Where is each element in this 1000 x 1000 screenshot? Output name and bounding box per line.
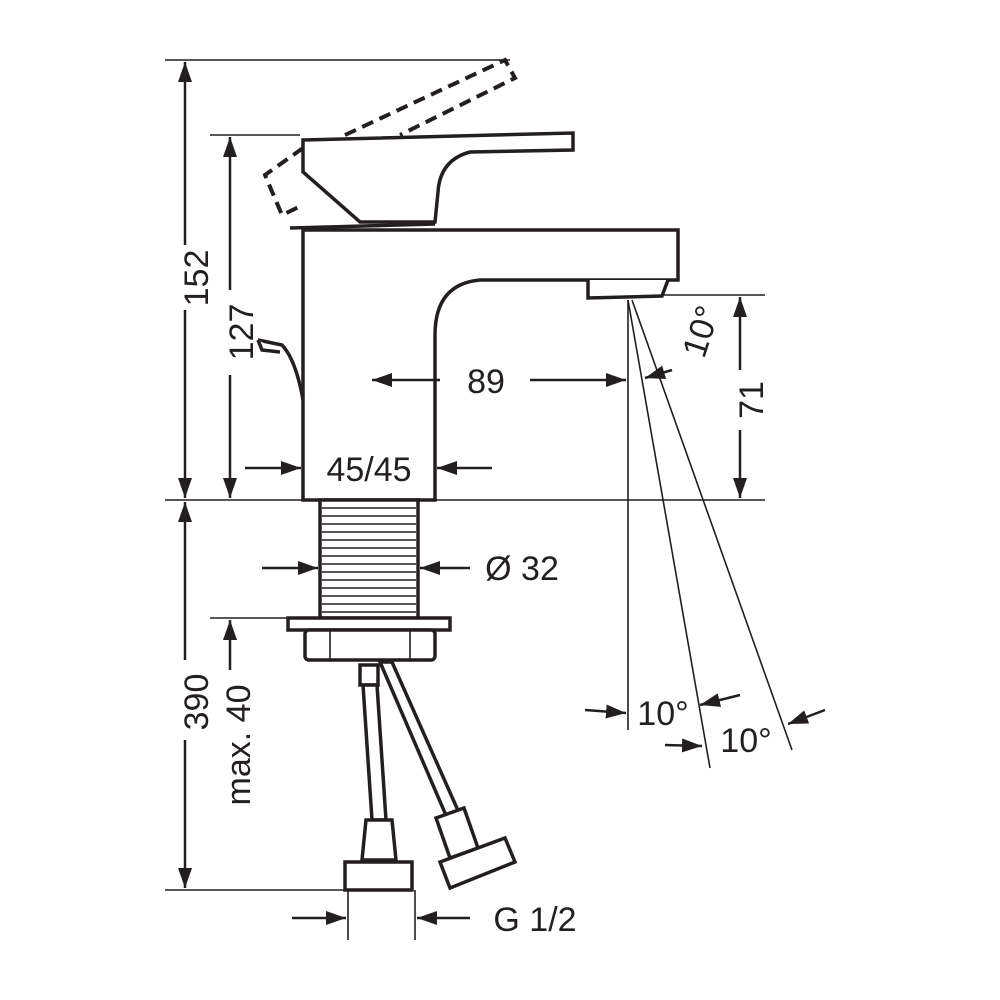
label-152: 152 (178, 250, 216, 307)
label-390: 390 (178, 674, 216, 731)
label-spray-angle-1: 10° (637, 695, 688, 733)
supply-hoses (343, 660, 518, 892)
label-g-1-2: G 1/2 (493, 901, 576, 939)
label-max-40: max. 40 (220, 685, 258, 806)
label-diameter-32: Ø 32 (485, 550, 559, 588)
spray-angle-lines (584, 299, 826, 769)
label-spray-angle-2: 10° (720, 722, 771, 760)
label-spout-angle: 10° (676, 301, 728, 362)
label-89: 89 (467, 363, 505, 401)
label-127: 127 (223, 304, 261, 361)
label-71: 71 (733, 381, 771, 419)
faucet-body (256, 131, 680, 502)
mounting-nut (286, 616, 452, 662)
threaded-shank (318, 498, 420, 620)
dimension-labels: 152 127 89 10° 71 45/45 Ø 32 390 max. 40… (178, 250, 772, 939)
lever-open-position (262, 57, 518, 218)
label-45-45: 45/45 (326, 451, 411, 489)
dimension-lines (178, 62, 747, 925)
